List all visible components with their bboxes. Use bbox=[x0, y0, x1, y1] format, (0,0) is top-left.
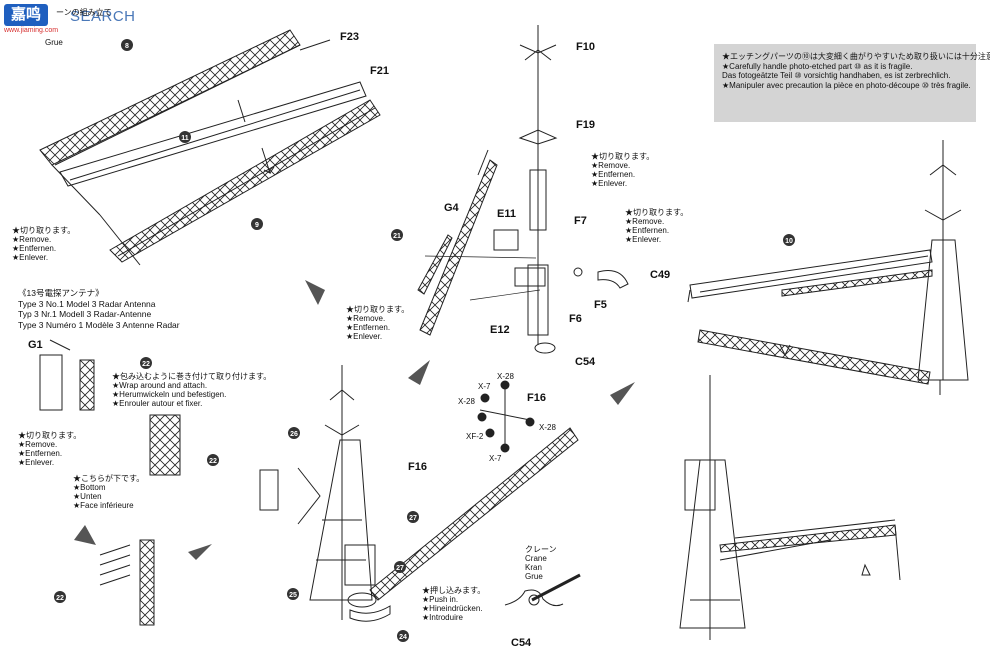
antenna-x28-right: X-28 bbox=[539, 423, 556, 432]
part-f7: F7 bbox=[574, 215, 587, 227]
wrap-attach-note: ★包み込むように巻き付けて取り付けます。★Wrap around and att… bbox=[112, 372, 272, 408]
callout-22b bbox=[207, 454, 219, 466]
remove-note-1: ★切り取ります。★Remove.★Entfernen.★Enlever. bbox=[12, 226, 76, 262]
step-arrow-1 bbox=[305, 280, 325, 305]
callout-9 bbox=[251, 218, 263, 230]
bottom-side-note: ★こちらが下です。★Bottom★Unten★Face inférieure bbox=[73, 474, 145, 510]
callout-22a bbox=[140, 357, 152, 369]
warning-de: Das fotogeätzte Teil ⑩ vorsichtig handha… bbox=[722, 71, 951, 80]
step-arrow-3 bbox=[610, 382, 635, 405]
warning-fr: ★Manipuler avec precaution la pièce en p… bbox=[722, 80, 971, 90]
crane-arm-middle bbox=[59, 81, 367, 187]
part-f16-center: F16 bbox=[527, 392, 546, 404]
watermark-url: www.jiaming.com bbox=[4, 27, 59, 34]
mast-exploded bbox=[417, 25, 629, 354]
callout-22c-text: 22 bbox=[56, 595, 64, 602]
callout-8 bbox=[121, 39, 133, 51]
step-arrows bbox=[74, 280, 635, 560]
callout-10 bbox=[783, 234, 795, 246]
callout-25-text: 25 bbox=[289, 592, 297, 599]
callout-21 bbox=[391, 229, 403, 241]
watermark-logo: 嘉鸣 bbox=[4, 4, 48, 26]
callout-10-text: 10 bbox=[785, 238, 793, 245]
callout-24 bbox=[397, 630, 409, 642]
antenna-f16 bbox=[477, 380, 535, 453]
callout-24-text: 24 bbox=[399, 634, 407, 641]
top-left-heading-fragment: ーンの組み立て bbox=[56, 8, 112, 17]
crane-label-grue: Grue bbox=[45, 38, 63, 47]
part-c54: C54 bbox=[575, 356, 596, 368]
callout-27a-text: 27 bbox=[409, 515, 417, 522]
crane-right-bottom bbox=[679, 375, 901, 640]
callout-circles bbox=[54, 39, 795, 642]
part-f16-mid: F16 bbox=[408, 461, 427, 473]
part-f19: F19 bbox=[576, 119, 595, 131]
crane-arm-lower bbox=[109, 99, 381, 263]
remove-note-2: ★切り取ります。★Remove.★Entfernen.★Enlever. bbox=[591, 152, 655, 188]
callout-9-text: 9 bbox=[255, 222, 259, 229]
part-g4: G4 bbox=[444, 202, 459, 214]
push-in-note: ★押し込みます。★Push in.★Hineindrücken.★Introdu… bbox=[422, 586, 486, 622]
part-f5: F5 bbox=[594, 299, 607, 311]
antenna-x7-bottom: X-7 bbox=[489, 454, 502, 463]
part-f21: F21 bbox=[370, 65, 389, 77]
callout-27b-text: 27 bbox=[396, 565, 404, 572]
remove-note-3: ★切り取ります。★Remove.★Entfernen.★Enlever. bbox=[625, 208, 689, 244]
crane-right-top bbox=[687, 140, 969, 395]
part-e11: E11 bbox=[497, 208, 516, 220]
callout-11 bbox=[179, 131, 191, 143]
callout-22b-text: 22 bbox=[209, 458, 217, 465]
callout-21-text: 21 bbox=[393, 233, 401, 240]
antenna-x28-left: X-28 bbox=[458, 397, 475, 406]
callout-25 bbox=[287, 588, 299, 600]
warning-ja: ★エッチングパーツの⑩は大変細く曲がりやすいため取り扱いには十分注意して下さい。 bbox=[722, 52, 990, 61]
step-arrow-5 bbox=[74, 525, 96, 545]
photo-etched-warning-box: ★エッチングパーツの⑩は大変細く曲がりやすいため取り扱いには十分注意して下さい。… bbox=[714, 44, 990, 122]
part-f10: F10 bbox=[576, 41, 595, 53]
crane-mast-assembled bbox=[259, 365, 579, 622]
watermark-text: SEARCH bbox=[70, 8, 136, 25]
step-arrow-4 bbox=[188, 544, 212, 560]
part-c49: C49 bbox=[650, 269, 671, 281]
part-e12: E12 bbox=[490, 324, 510, 336]
callout-26 bbox=[288, 427, 300, 439]
remove-note-4: ★切り取ります。★Remove.★Entfernen.★Enlever. bbox=[346, 305, 410, 341]
callout-22a-text: 22 bbox=[142, 361, 150, 368]
step-arrow-2 bbox=[408, 360, 430, 385]
callout-27b bbox=[394, 561, 406, 573]
antenna-x28-top: X-28 bbox=[497, 372, 514, 381]
warning-en: ★Carefully handle photo-etched part ⑩ as… bbox=[722, 61, 913, 71]
antenna-xf2: XF-2 bbox=[466, 432, 484, 441]
callout-27a bbox=[407, 511, 419, 523]
remove-note-5: ★切り取ります。★Remove.★Entfernen.★Enlever. bbox=[18, 431, 82, 467]
callout-26-text: 26 bbox=[290, 431, 298, 438]
part-f6: F6 bbox=[569, 313, 582, 325]
crane-arm-upper bbox=[39, 29, 301, 166]
callout-11-text: 11 bbox=[181, 135, 189, 142]
antenna-x7-top: X-7 bbox=[478, 382, 491, 391]
callout-8-text: 8 bbox=[125, 43, 129, 50]
callout-22c bbox=[54, 591, 66, 603]
part-g1: G1 bbox=[28, 339, 43, 351]
part-f23: F23 bbox=[340, 31, 359, 43]
part-c54-bottom: C54 bbox=[511, 637, 532, 649]
radar-antenna-heading: 《13号電探アンテナ》 Type 3 No.1 Model 3 Radar An… bbox=[18, 288, 180, 330]
